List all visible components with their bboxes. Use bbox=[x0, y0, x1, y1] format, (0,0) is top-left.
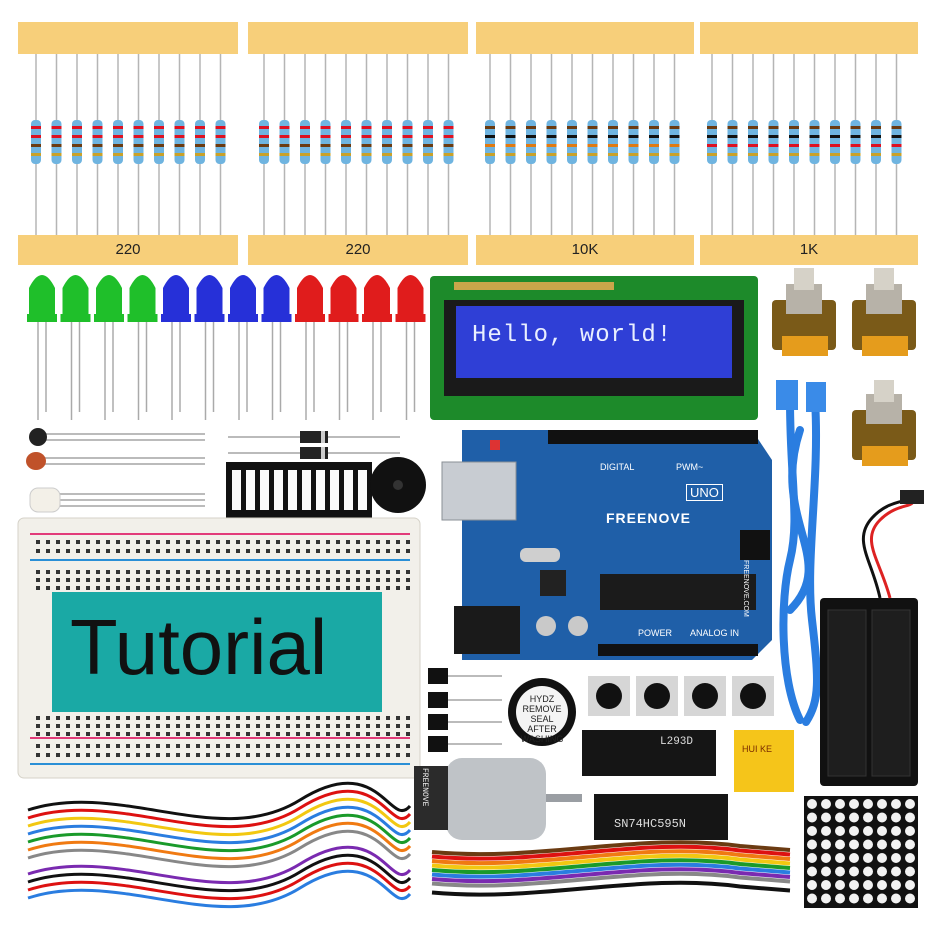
motor-label: FREENOVE bbox=[420, 768, 429, 807]
led bbox=[397, 275, 424, 322]
ribbon-cable bbox=[431, 840, 791, 897]
board-brand: FREENOVE bbox=[606, 510, 692, 526]
led bbox=[196, 275, 223, 322]
resistor-value-label: 10K bbox=[571, 241, 599, 258]
led bbox=[62, 275, 89, 322]
battery-holder bbox=[820, 490, 924, 786]
relay bbox=[734, 730, 794, 792]
led bbox=[96, 275, 122, 322]
board-power-label: POWER bbox=[638, 628, 673, 638]
lcd-message: Hello, world! bbox=[472, 322, 673, 349]
usb-plug-b bbox=[776, 380, 798, 410]
led bbox=[297, 275, 323, 322]
led-matrix bbox=[804, 796, 918, 908]
resistor-tape-top-3 bbox=[476, 22, 694, 54]
jumper-wires bbox=[27, 781, 412, 909]
breadboard bbox=[17, 517, 421, 779]
resistor-value-label: 1K bbox=[799, 241, 819, 258]
arduino-board bbox=[441, 430, 772, 660]
small-components bbox=[26, 428, 400, 513]
resistor-value-label: 220 bbox=[345, 241, 371, 258]
led bbox=[263, 275, 290, 322]
chip-2-label: SN74HC595N bbox=[614, 817, 687, 831]
led bbox=[29, 275, 55, 322]
board-digital-label: DIGITAL bbox=[600, 462, 635, 472]
resistor-tape-top-2 bbox=[248, 22, 468, 54]
led bbox=[230, 275, 256, 322]
push-buttons bbox=[588, 676, 774, 716]
potentiometer-2 bbox=[852, 268, 916, 356]
led bbox=[330, 275, 357, 322]
tutorial-label: Tutorial bbox=[70, 603, 328, 691]
resistor-tape-top-1 bbox=[18, 22, 238, 54]
led bbox=[129, 275, 156, 322]
potentiometer-1 bbox=[772, 268, 836, 356]
relay-label: HUI KE bbox=[742, 744, 773, 754]
board-pwm-label: PWM~ bbox=[676, 462, 704, 472]
transistors bbox=[428, 668, 502, 752]
usb-plug-a bbox=[806, 382, 826, 412]
ic-chips bbox=[582, 730, 728, 840]
led bbox=[163, 275, 189, 322]
resistor-group bbox=[31, 54, 902, 235]
led-group bbox=[27, 275, 426, 420]
lcd-module bbox=[430, 276, 758, 420]
resistor-tape-top-4 bbox=[700, 22, 918, 54]
usb-cable bbox=[779, 396, 821, 726]
buzzer-sticker-text: HYDZ REMOVE SEAL AFTER WASHING bbox=[520, 694, 564, 744]
resistor-tape-bottom-1 bbox=[18, 235, 238, 265]
dc-motor bbox=[414, 758, 582, 840]
resistor-tape-bottom-3 bbox=[476, 235, 694, 265]
resistor-tape-bottom-4 bbox=[700, 235, 918, 265]
led bbox=[364, 275, 390, 322]
chip-1-label: L293D bbox=[660, 736, 694, 748]
board-analog-label: ANALOG IN bbox=[690, 628, 740, 638]
potentiometer-3 bbox=[852, 380, 916, 466]
led-bar-graph bbox=[226, 462, 372, 518]
resistor-tape-bottom-2 bbox=[248, 235, 468, 265]
board-model: UNO bbox=[686, 484, 723, 501]
board-website: FREENOVE.COM bbox=[742, 560, 749, 617]
resistor-value-label: 220 bbox=[115, 241, 141, 258]
